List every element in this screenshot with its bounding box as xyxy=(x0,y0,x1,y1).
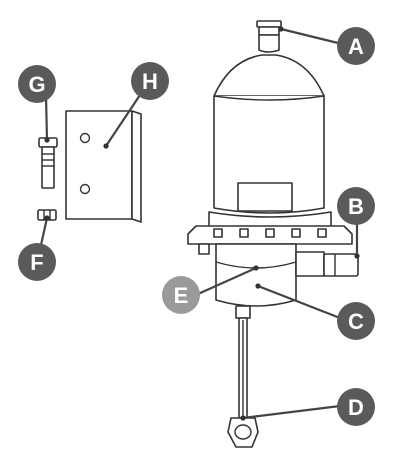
svg-text:H: H xyxy=(142,69,158,94)
svg-text:D: D xyxy=(348,395,364,420)
callout-C: C xyxy=(337,302,375,340)
svg-text:C: C xyxy=(348,309,364,334)
svg-text:G: G xyxy=(28,72,45,97)
svg-text:B: B xyxy=(348,194,364,219)
callout-G: G xyxy=(18,65,56,103)
callout-D: D xyxy=(337,388,375,426)
heater-body xyxy=(187,20,359,448)
svg-text:E: E xyxy=(174,283,189,308)
leader-lines xyxy=(39,26,360,421)
bolt-part xyxy=(38,137,58,189)
mounting-bracket-part xyxy=(65,110,142,223)
callout-F: F xyxy=(18,243,56,281)
svg-text:F: F xyxy=(30,250,43,275)
svg-text:A: A xyxy=(348,34,364,59)
callout-B: B xyxy=(337,187,375,225)
callout-E: E xyxy=(162,276,200,314)
callout-H: H xyxy=(131,62,169,100)
callout-A: A xyxy=(337,27,375,65)
